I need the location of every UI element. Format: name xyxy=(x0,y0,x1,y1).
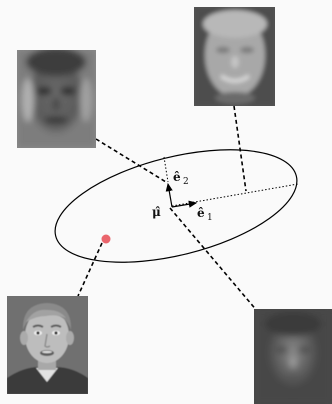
face-photo-bottom-left xyxy=(7,296,88,394)
major-axis-dotted xyxy=(171,183,299,207)
mean-face-bottom-right xyxy=(254,309,332,404)
connector-top-right xyxy=(233,105,247,192)
e1-arrow xyxy=(171,200,198,208)
data-point xyxy=(101,234,111,244)
connector-bottom-right xyxy=(169,207,259,313)
e1-label: ê 1 xyxy=(197,206,213,223)
minor-axis-dotted xyxy=(163,156,169,183)
connector-bottom-left xyxy=(77,242,103,297)
e1-label-base: ê xyxy=(197,206,205,220)
e2-label-base: ê xyxy=(173,170,181,184)
e2-label: ê 2 xyxy=(173,170,189,187)
e1-label-sub: 1 xyxy=(207,213,213,223)
mean-label: μ̂ xyxy=(152,205,161,219)
e2-label-sub: 2 xyxy=(183,177,189,187)
eigenface-blurred-top-left xyxy=(17,50,96,148)
eigenface-top-right xyxy=(194,7,275,106)
e2-arrow xyxy=(165,182,173,208)
